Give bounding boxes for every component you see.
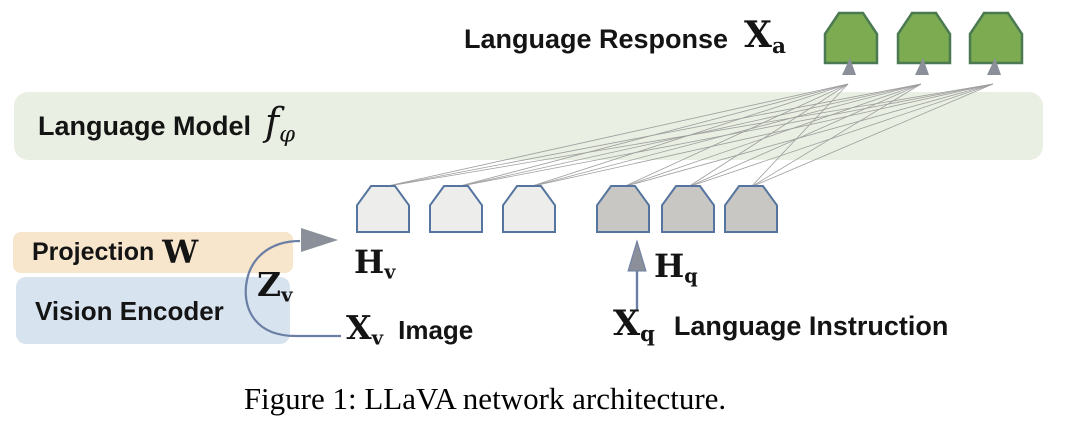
projection-arrowhead-icon [301, 228, 338, 252]
x-q-symbol: Xq [613, 306, 655, 344]
f-phi-symbol: fφ [265, 103, 295, 146]
h-v-base: H [354, 243, 385, 281]
h-v-subscript: v [384, 260, 396, 284]
h-v-symbol: Hv [354, 246, 395, 282]
x-q-base: X [613, 303, 641, 344]
figure-caption: Figure 1: LLaVA network architecture. [243, 381, 727, 416]
language-model-label: Language Model [38, 110, 252, 141]
text-token [661, 185, 715, 233]
visual-token [502, 185, 556, 233]
response-arrowhead-icon [915, 58, 929, 75]
text-token [596, 185, 650, 233]
response-token [968, 11, 1024, 65]
projection-label: Projection [32, 238, 155, 266]
h-q-symbol: Hq [654, 250, 698, 286]
x-q-subscript: q [640, 320, 655, 346]
image-input-row: Xv Image [346, 311, 473, 348]
response-arrowhead-icon [842, 58, 856, 75]
response-token [823, 11, 879, 65]
image-label: Image [398, 315, 474, 345]
phi-subscript: φ [279, 121, 296, 148]
response-token [896, 11, 952, 65]
x-a-subscript: a [771, 34, 786, 60]
language-model-banner: Language Model fφ [14, 92, 1043, 160]
language-response-label: Language Response [464, 24, 729, 54]
x-a-base: X [744, 14, 772, 56]
vision-encoder-label: Vision Encoder [35, 295, 224, 326]
instruction-arrowhead-icon [627, 239, 647, 272]
instruction-input-row: Xq Language Instruction [613, 306, 948, 344]
z-v-symbol: Zv [257, 268, 293, 305]
h-q-base: H [654, 247, 685, 285]
visual-token [429, 185, 483, 233]
f-symbol: f [265, 100, 280, 145]
response-arrowhead-icon [987, 58, 1001, 75]
projection-box: Projection W [13, 232, 293, 273]
vision-encoder-box: Vision Encoder [16, 277, 290, 344]
x-v-symbol: Xv [346, 311, 383, 348]
x-a-symbol: Xa [744, 17, 786, 58]
z-v-subscript: v [281, 282, 293, 307]
visual-token [356, 185, 410, 233]
x-v-subscript: v [371, 325, 384, 350]
x-v-base: X [346, 308, 372, 347]
text-token [724, 185, 778, 233]
projection-w-symbol: W [162, 232, 199, 271]
language-instruction-label: Language Instruction [673, 311, 949, 341]
z-v-base: Z [257, 265, 282, 304]
h-q-subscript: q [684, 264, 698, 288]
